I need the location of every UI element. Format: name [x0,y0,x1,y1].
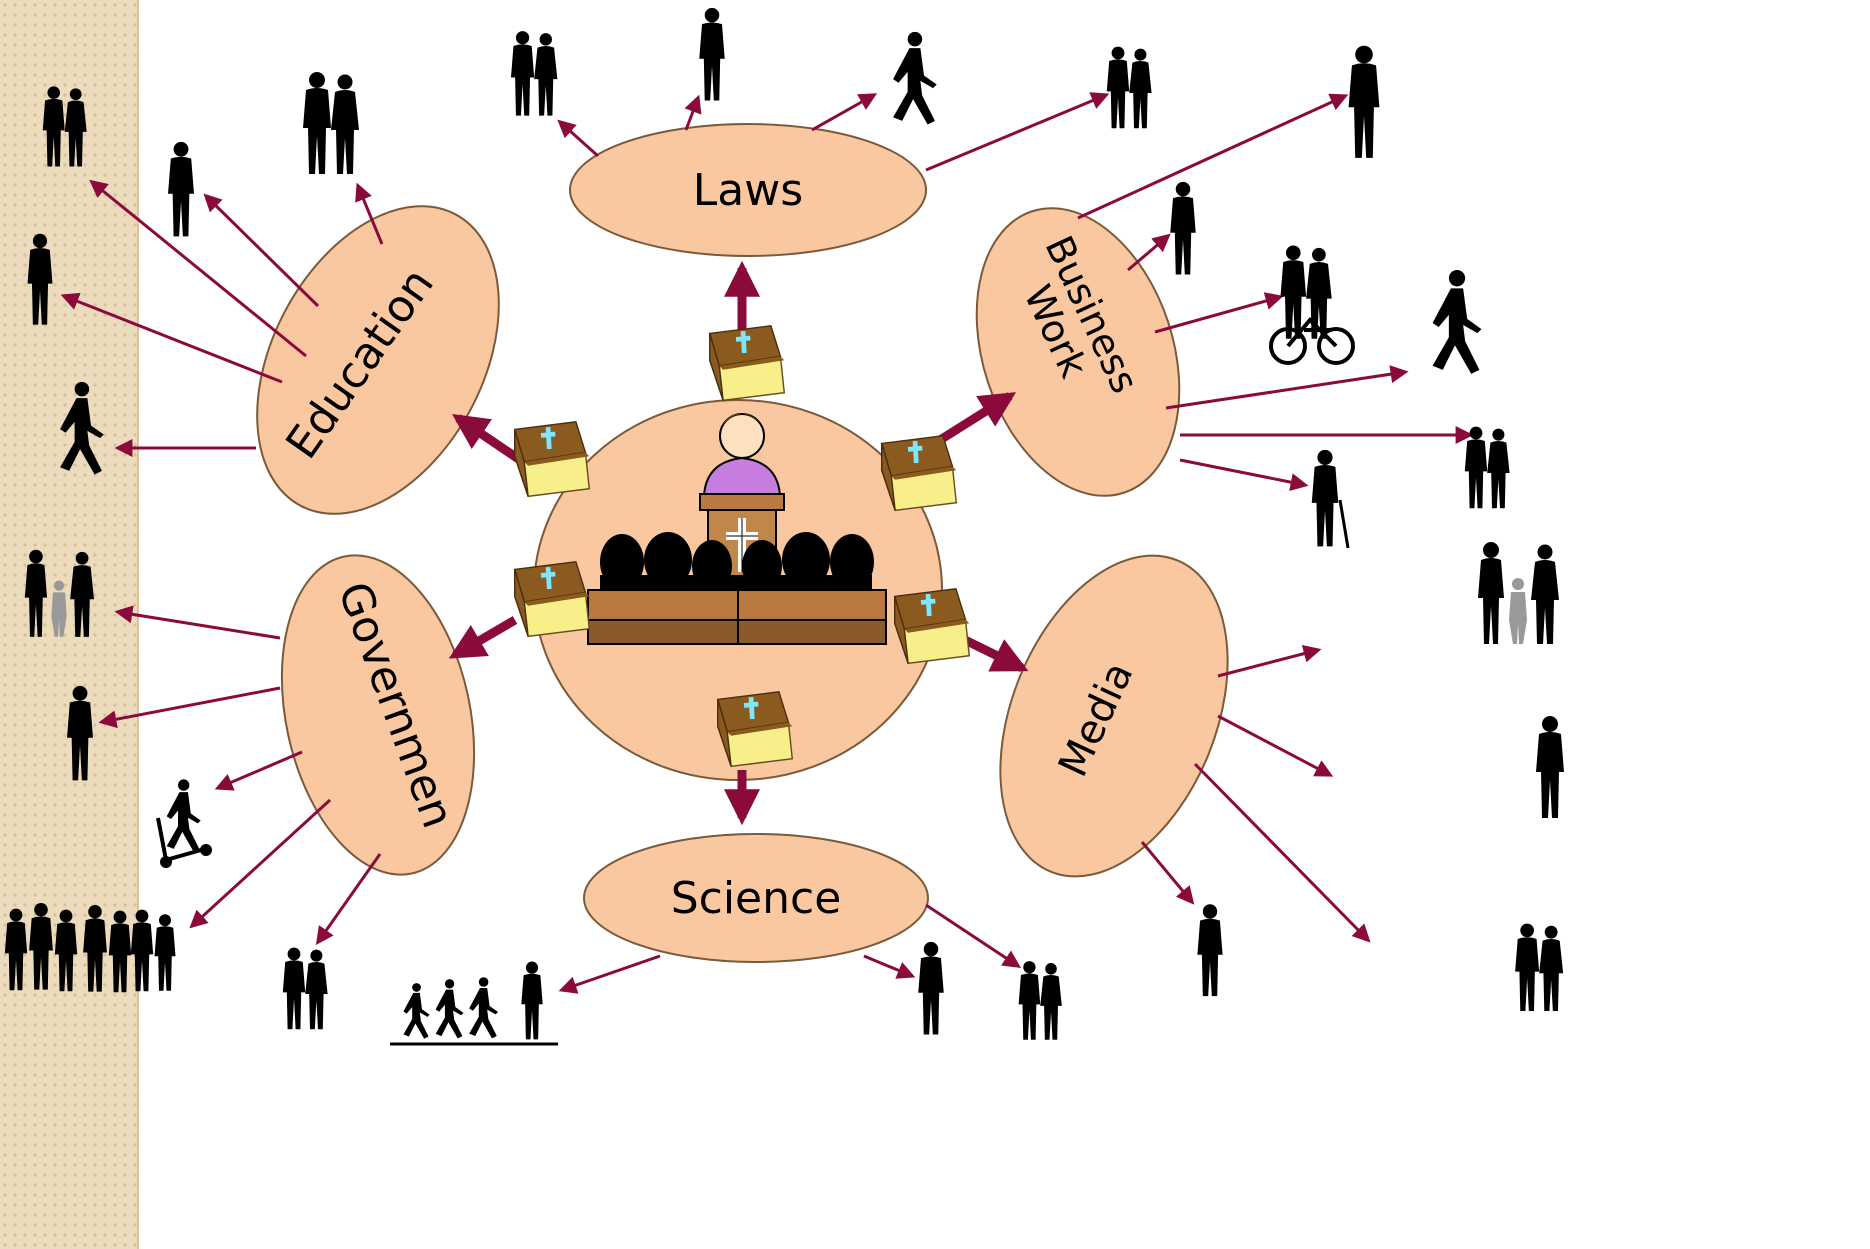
couple-icon [1106,46,1152,129]
science-label: Science [671,873,842,924]
bicycle-icon [1269,317,1355,365]
bible-icon [515,562,590,637]
outward-arrows [60,92,1474,994]
couple-icon [1464,426,1510,509]
bible-icon [710,326,785,401]
node-education: Education [256,205,500,515]
bible-icon [882,436,957,511]
sidebar-strip [0,0,138,1249]
education-ellipse [256,205,500,515]
couple-icon [510,31,558,116]
walker-icon [1432,270,1482,374]
person-icon [1197,904,1223,997]
couple-icon [282,947,328,1030]
node-government: Governmen [280,554,476,876]
node-laws: Laws [569,123,927,257]
family-icon [1478,542,1559,644]
marching-group-icon [390,961,558,1046]
couple-icon [1018,961,1062,1040]
parent-child-icon [893,31,937,125]
bible-icon [718,692,793,767]
science-ellipse [583,833,929,963]
bible-icon [895,589,970,664]
laws-label: Laws [693,165,803,216]
person-icon [918,941,944,1035]
person-icon [1170,181,1196,275]
person-icon [1536,716,1564,818]
node-media: Media [999,554,1229,878]
people-silhouettes [4,7,1564,1046]
media-ellipse [999,554,1229,878]
church-congregation [587,413,887,645]
government-ellipse [280,554,476,876]
scooter-child-icon [156,779,212,868]
person-icon [1348,45,1380,158]
bible-icon [515,422,590,497]
business-ellipse [975,207,1181,497]
node-science: Science [583,833,929,963]
person-icon [699,7,725,101]
node-business: BusinessWork [975,207,1181,497]
center-arrows [448,260,1029,826]
laws-ellipse [569,123,927,257]
parasol-couple-icon [303,72,359,174]
elderly-cane-icon [1311,449,1339,547]
couple-icon [1515,923,1564,1011]
person-icon [168,141,194,237]
pulpit [699,493,785,511]
